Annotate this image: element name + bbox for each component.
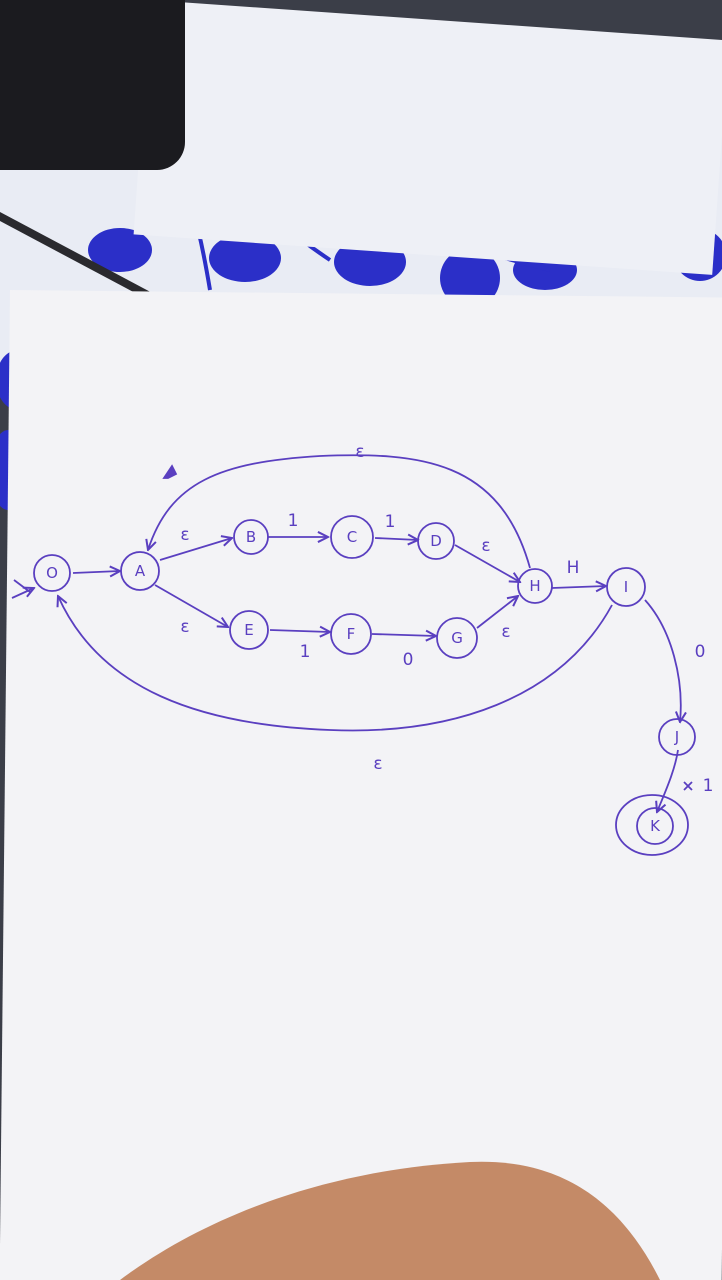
phone: [0, 0, 185, 170]
node-E: [229, 610, 269, 650]
node-D: [417, 522, 455, 560]
node-J: [658, 718, 696, 756]
start-arrow-tail: [13, 579, 31, 593]
edge-F-G: [371, 634, 436, 636]
edge-H-A-loop: [148, 454, 531, 569]
nfa-diagram: [11, 454, 696, 856]
edge-label-I-O: ε: [373, 754, 382, 774]
edge-H-I: [551, 586, 606, 588]
node-label-E: E: [244, 621, 253, 639]
edge-D-H: [454, 544, 520, 582]
edge-label-A-E: ε: [180, 617, 189, 637]
edge-label-F-G: 0: [403, 650, 414, 670]
edge-label-C-D: 1: [385, 512, 396, 532]
edge-A-E: [154, 584, 228, 627]
edge-O-A: [72, 571, 120, 573]
node-labels: O A B C D E F G H I J K: [46, 528, 679, 835]
node-label-I: I: [624, 578, 628, 596]
node-label-G: G: [451, 629, 463, 647]
node-A: [120, 551, 160, 591]
node-label-J: J: [674, 728, 679, 746]
node-label-K: K: [650, 817, 661, 835]
edge-label-D-H: ε: [481, 536, 490, 556]
edge-labels: ε 1 1 ε ε 1 0 ε H 0 1 ε ε: [180, 442, 713, 796]
edge-G-H: [476, 596, 518, 629]
start-arrow: [11, 588, 34, 599]
node-label-F: F: [347, 625, 356, 643]
node-label-O: O: [46, 564, 58, 582]
node-B: [233, 519, 269, 555]
edge-I-J: [644, 599, 681, 722]
node-K-accept-ring: [615, 794, 689, 856]
node-label-H: H: [529, 577, 540, 595]
scribble-mark: [162, 464, 178, 479]
edge-label-H-I: H: [567, 558, 580, 578]
top-papers: [133, 0, 722, 275]
node-G: [436, 617, 478, 659]
edge-A-B: [159, 538, 232, 561]
edge-E-F: [269, 630, 330, 632]
edge-label-I-J: 0: [695, 642, 706, 662]
node-F: [330, 613, 372, 655]
node-label-C: C: [347, 528, 357, 546]
node-I: [606, 567, 646, 607]
edge-label-A-B: ε: [180, 525, 189, 545]
scribble-mark-2: [683, 781, 693, 791]
node-O: [33, 554, 71, 592]
paper-sheet: [0, 290, 722, 1280]
node-K: [636, 807, 674, 845]
node-label-A: A: [135, 562, 146, 580]
edge-label-G-H: ε: [501, 622, 510, 642]
node-label-D: D: [430, 532, 442, 550]
edge-I-O-loop: [58, 596, 613, 732]
edge-C-D: [374, 538, 418, 540]
edge-label-J-K: 1: [703, 776, 714, 796]
edge-label-B-C: 1: [288, 511, 299, 531]
edge-label-E-F: 1: [300, 642, 311, 662]
hand: [120, 1161, 660, 1280]
node-C: [330, 515, 374, 559]
node-label-B: B: [246, 528, 256, 546]
edge-label-H-A: ε: [355, 442, 364, 462]
node-H: [517, 568, 553, 604]
